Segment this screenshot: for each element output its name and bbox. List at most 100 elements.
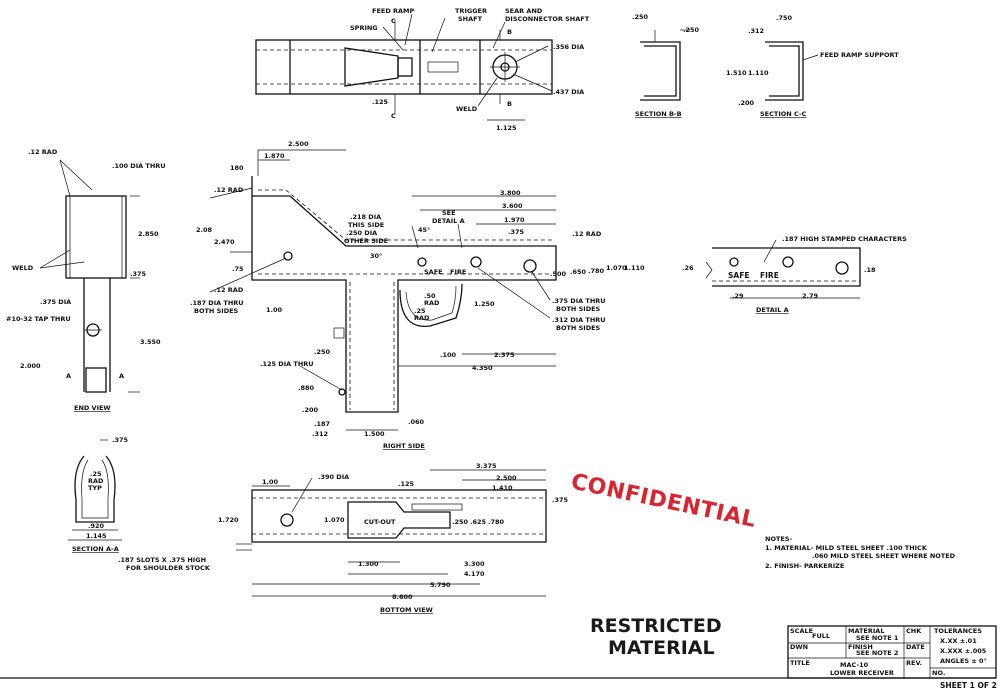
dim-125-label: .125 — [372, 98, 389, 106]
rs-slot-187b: BOTH SIDES — [194, 307, 239, 315]
rs-dim-1110: 1.110 — [624, 264, 645, 272]
da-safe: SAFE — [728, 271, 749, 280]
dim-250b: .250 — [683, 26, 700, 34]
restricted-stamp: RESTRICTED — [590, 615, 722, 637]
rs-dim-1250: 1.250 — [474, 300, 495, 308]
rs-rad-50b: RAD — [424, 299, 440, 307]
bv-cutout: CUT-OUT — [364, 518, 396, 526]
rs-dim-880: .880 — [298, 384, 315, 392]
end-dim-375: .375 — [130, 270, 147, 278]
notes: NOTES- 1. MATERIAL- MILD STEEL SHEET .10… — [765, 535, 956, 570]
dim-1510: 1.510 — [726, 69, 747, 77]
tb-no-label: NO. — [932, 669, 945, 677]
rs-dim-75: .75 — [232, 265, 244, 273]
disconnector-label: DISCONNECTOR SHAFT — [505, 15, 590, 23]
rs-dia-375b: BOTH SIDES — [556, 305, 601, 313]
end-tap: #10-32 TAP THRU — [6, 315, 71, 323]
rs-dim-3600: 3.600 — [502, 202, 523, 210]
rs-dim-4350: 4.350 — [472, 364, 493, 372]
sa-dim-1145: 1.145 — [86, 532, 107, 540]
end-dia-100: .100 DIA THRU — [112, 162, 166, 170]
rs-slot-187: .187 DIA THRU — [190, 299, 244, 307]
bv-dim-8600: 8.600 — [392, 593, 413, 601]
tb-tol3: ANGLES ± 0° — [940, 657, 987, 665]
section-a-a: .375 .25 RAD TYP .920 1.145 SECTION A-A — [68, 436, 129, 553]
sa-rad: .25 — [90, 470, 102, 478]
dim-1125-label: 1.125 — [496, 124, 517, 132]
detail-a: .187 HIGH STAMPED CHARACTERS SAFE FIRE .… — [682, 235, 907, 314]
rs-dim-1970: 1.970 — [504, 216, 525, 224]
sheet-number: SHEET 1 OF 2 — [940, 681, 997, 690]
end-a-right: A — [119, 372, 124, 380]
bv-dim-375: .375 — [552, 496, 569, 504]
rs-dia-250: .250 DIA — [346, 229, 377, 237]
weld-label: WELD — [456, 105, 478, 113]
dim-1110: 1.110 — [748, 69, 769, 77]
dim-312: .312 — [748, 27, 764, 35]
right-side-view: 2.500 1.870 180 .12 RAD 2.08 2.470 .75 .… — [190, 140, 645, 450]
bv-dim-5790: 5.790 — [430, 581, 451, 589]
tb-title-label: TITLE — [790, 659, 810, 667]
tb-chk-label: CHK — [906, 627, 922, 635]
tb-tolerances-label: TOLERANCES — [934, 627, 982, 635]
bv-dim-1410: 1.410 — [492, 484, 513, 492]
tb-tol1: X.XX ±.01 — [940, 637, 977, 645]
end-view: .12 RAD .100 DIA THRU 2.850 WELD .375 .3… — [6, 148, 166, 412]
title-block: SCALE FULL MATERIAL SEE NOTE 1 CHK DWN F… — [787, 625, 997, 690]
end-view-title: END VIEW — [74, 404, 111, 412]
bv-dim-2500: 2.500 — [496, 474, 517, 482]
rs-dim-2375: 2.375 — [494, 351, 515, 359]
bv-dim-1720: 1.720 — [218, 516, 239, 524]
end-rad-12: .12 RAD — [28, 148, 58, 156]
dia-356-label: .356 DIA — [553, 43, 584, 51]
shaft-label: SHAFT — [458, 15, 483, 23]
rs-fire: FIRE — [450, 268, 466, 276]
tb-drn-label: DWN — [790, 643, 808, 651]
sa-dim-375: .375 — [112, 436, 129, 444]
top-view: FEED RAMP TRIGGER SHAFT SEAR AND DISCONN… — [255, 7, 590, 132]
bv-dim-1070: 1.070 — [324, 516, 345, 524]
bv-slots: .187 SLOTS X .375 HIGH — [118, 556, 206, 564]
rs-rad-12c: .12 RAD — [572, 230, 602, 238]
section-b-b: .250 .250 SECTION B-B — [632, 13, 700, 118]
tb-finish-label: FINISH — [848, 643, 873, 651]
rs-dim-187: .187 — [314, 420, 330, 428]
rs-dim-650: .650 — [570, 268, 587, 276]
section-c-bottom-marker: C — [391, 112, 396, 120]
bv-dim-625: .625 — [470, 518, 487, 526]
rs-dim-180: 180 — [230, 164, 244, 172]
rs-dim-2500: 2.500 — [288, 140, 309, 148]
da-dim-29: .29 — [732, 292, 744, 300]
sa-dim-920: .920 — [88, 522, 105, 530]
rs-dia-218: .218 DIA — [350, 213, 381, 221]
da-dim-18: .18 — [864, 266, 876, 274]
end-dim-2850: 2.850 — [138, 230, 159, 238]
end-dim-3550: 3.550 — [140, 338, 161, 346]
rs-dim-780: .780 — [588, 267, 605, 275]
rs-dia-125: .125 DIA THRU — [260, 360, 314, 368]
section-b-top-marker: B — [507, 28, 512, 36]
bottom-view: 1.00 .390 DIA .125 3.375 2.500 1.410 .37… — [118, 462, 569, 614]
material-stamp: MATERIAL — [608, 637, 715, 659]
rs-dia-218b: THIS SIDE — [348, 221, 384, 229]
rs-dim-200: .200 — [302, 406, 319, 414]
rs-dim-208: 2.08 — [196, 226, 213, 234]
rs-dim-1070: 1.070 — [606, 264, 627, 272]
da-dim-279: 2.79 — [802, 292, 819, 300]
sa-rad3: TYP — [88, 484, 102, 492]
rs-dim-500: .500 — [550, 270, 567, 278]
rs-rad-12a: .12 RAD — [214, 186, 244, 194]
bv-dim-3300: 3.300 — [464, 560, 485, 568]
bv-dim-250: .250 — [452, 518, 469, 526]
trigger-label: TRIGGER — [455, 7, 487, 15]
bv-dim-1300: 1.300 — [358, 560, 379, 568]
bv-slots2: FOR SHOULDER STOCK — [126, 564, 211, 572]
rs-dia-250b: OTHER SIDE — [344, 237, 388, 245]
rs-dim-1500: 1.500 — [364, 430, 385, 438]
right-side-title: RIGHT SIDE — [383, 442, 425, 450]
rs-dia-375: .375 DIA THRU — [552, 297, 606, 305]
section-c-c: .750 .312 1.510 1.110 .200 FEED RAMP SUP… — [726, 14, 899, 118]
rs-rad-25b: RAD — [414, 314, 430, 322]
rs-dim-250: .250 — [314, 348, 331, 356]
